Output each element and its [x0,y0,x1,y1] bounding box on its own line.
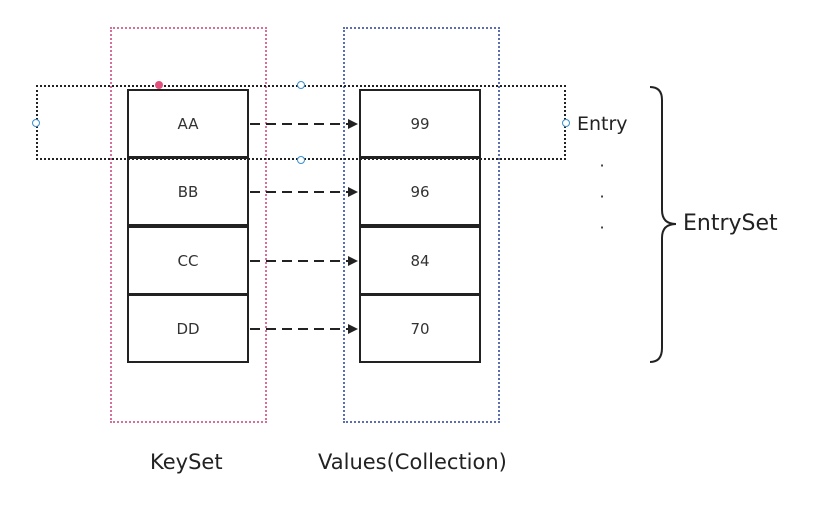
keyset-label: KeySet [150,450,223,474]
value-cell: 96 [359,157,481,226]
keyset-region [110,27,267,423]
resize-handle-top[interactable] [297,81,305,89]
ellipsis-dots: · · · [599,156,605,237]
resize-handle-bottom[interactable] [297,156,305,164]
value-cell: 70 [359,294,481,363]
anchor-point[interactable] [155,81,163,89]
key-cell: CC [127,226,249,295]
key-cell: DD [127,294,249,363]
key-cell: BB [127,157,249,226]
value-cell: 84 [359,226,481,295]
resize-handle-left[interactable] [32,119,40,127]
entryset-label: EntrySet [683,211,778,236]
resize-handle-right[interactable] [562,119,570,127]
entry-label: Entry [577,113,628,135]
values-region [343,27,500,423]
entryset-brace [649,86,677,363]
values-collection-label: Values(Collection) [318,450,507,474]
